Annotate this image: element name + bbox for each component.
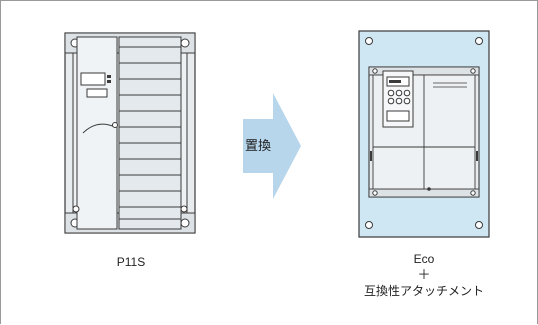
- eco-inverter-drawing: [368, 66, 480, 198]
- compatibility-attachment-label: 互換性アタッチメント: [363, 284, 484, 298]
- eco-model-label: Eco: [413, 252, 435, 266]
- replace-arrow: [243, 93, 301, 199]
- arrow-label: 置換: [244, 138, 271, 153]
- p11s-model-label: P11S: [116, 255, 146, 269]
- plus-sign: ＋: [417, 267, 431, 282]
- p11s-inverter-drawing: [64, 32, 196, 234]
